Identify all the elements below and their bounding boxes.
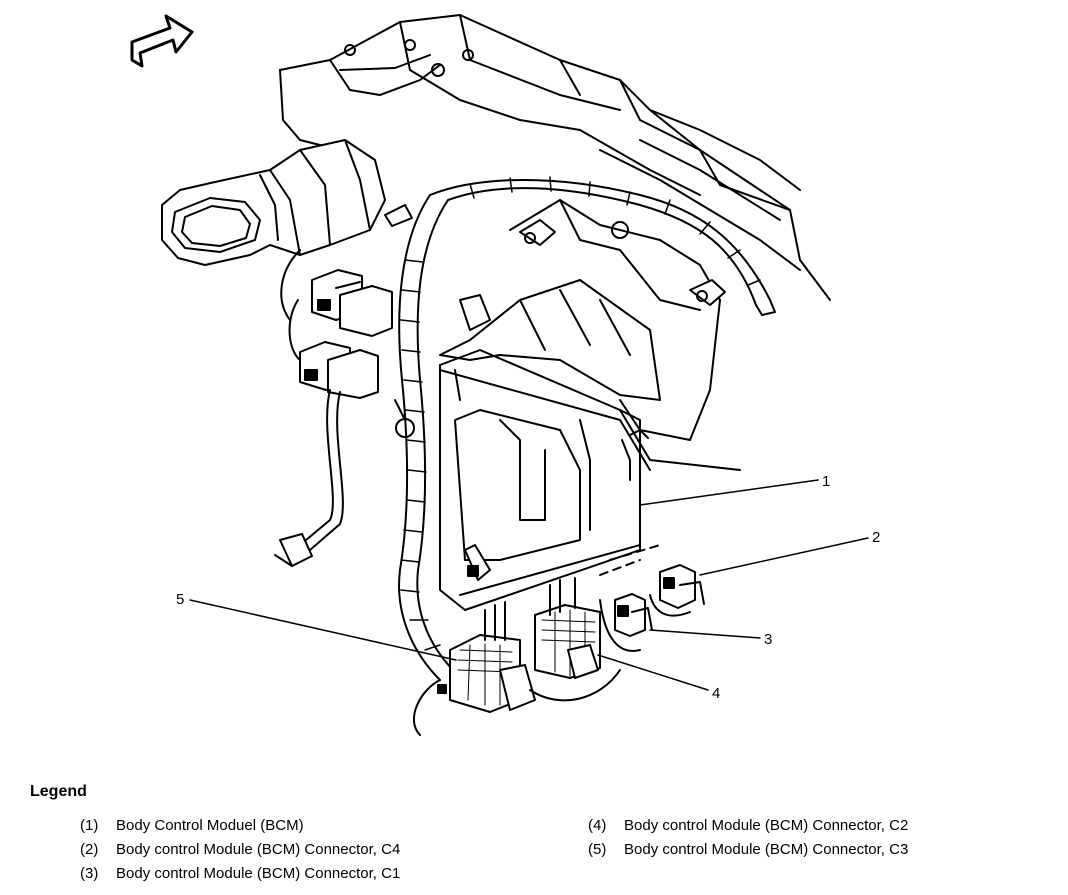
leader-5 [189, 599, 457, 661]
legend-title: Legend [30, 783, 87, 800]
callout-leaders [189, 479, 869, 691]
legend-item-number: (3) [80, 865, 99, 882]
legend-item-text: Body control Module (BCM) Connector, C2 [624, 817, 909, 834]
legend-item-number: (4) [588, 817, 607, 834]
air-duct [161, 139, 386, 266]
hvac-housing [279, 14, 831, 301]
bcm-location-diagram: 1 2 3 4 5 [130, 14, 880, 736]
connector-c4 [599, 544, 705, 617]
callout-3: 3 [764, 631, 772, 648]
legend-column-right: (4) Body control Module (BCM) Connector, … [588, 814, 908, 862]
legend-item-4: (4) Body control Module (BCM) Connector, … [588, 814, 908, 838]
forward-arrow-icon [130, 14, 194, 68]
mounting-bracket [384, 199, 726, 441]
legend-item-number: (5) [588, 841, 607, 858]
callout-2: 2 [872, 529, 880, 546]
leader-4 [597, 654, 709, 691]
body-control-module [439, 279, 741, 611]
legend-item-2: (2) Body control Module (BCM) Connector, … [80, 838, 400, 862]
callout-5: 5 [176, 591, 184, 608]
legend-item-1: (1) Body Control Moduel (BCM) [80, 814, 400, 838]
relay-connectors-left [280, 249, 393, 399]
leader-1 [639, 479, 819, 506]
callout-4: 4 [712, 685, 720, 702]
legend-item-number: (2) [80, 841, 99, 858]
leader-3 [649, 629, 761, 639]
connector-c2 [529, 577, 621, 702]
legend-item-5: (5) Body control Module (BCM) Connector, … [588, 838, 908, 862]
legend-item-3: (3) Body control Module (BCM) Connector, … [80, 862, 400, 886]
connector-c3 [413, 601, 536, 736]
callout-1: 1 [822, 473, 830, 490]
legend-column-left: (1) Body Control Moduel (BCM) (2) Body con… [80, 814, 400, 886]
legend-item-text: Body control Module (BCM) Connector, C3 [624, 841, 909, 858]
connector-c1 [599, 593, 653, 652]
legend-item-text: Body control Module (BCM) Connector, C1 [116, 865, 401, 882]
wiring-harness [274, 176, 776, 681]
legend-item-text: Body control Module (BCM) Connector, C4 [116, 841, 401, 858]
leader-2 [699, 537, 869, 576]
legend-item-text: Body Control Moduel (BCM) [116, 817, 304, 834]
legend-item-number: (1) [80, 817, 99, 834]
